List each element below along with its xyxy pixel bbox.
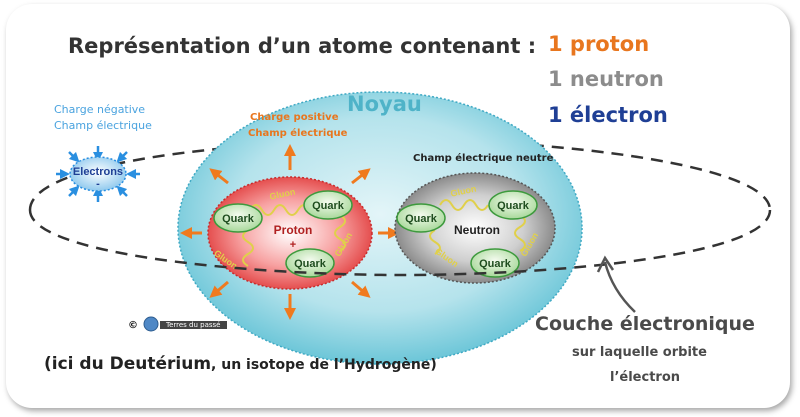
quark-label: Quark [405, 213, 438, 225]
shell-pointer-arrow [603, 261, 636, 313]
diagram-title: Représentation d’un atome contenant : [68, 34, 537, 58]
shell-label-line2: sur laquelle orbite [572, 345, 707, 360]
shell-label-line3: l’électron [610, 370, 681, 385]
electron-sign: - [96, 178, 100, 190]
particle-neutron-count: 1 neutron [548, 67, 664, 91]
quark-label: Quark [294, 258, 327, 270]
proton-label: Proton [274, 223, 313, 237]
electron-orbit-front [28, 209, 772, 277]
caption-bold: Deutérium [109, 354, 212, 374]
electron-charge-line1: Charge négative [54, 103, 146, 116]
proton-field-arrows [180, 144, 400, 320]
credit-globe-icon [143, 316, 159, 332]
quark-label: Quark [222, 213, 255, 225]
caption-open: (ici du [44, 354, 110, 374]
quark-proton-bottom [285, 248, 335, 278]
neutron-gluons [429, 199, 526, 255]
particle-electron-count: 1 électron [548, 103, 668, 127]
credit-text: Terres du passé [160, 321, 227, 329]
particle-proton-count: 1 proton [548, 32, 650, 56]
quark-neutron-bottom [470, 248, 520, 278]
quark-label: Quark [479, 258, 512, 270]
shell-pointer-arrowhead [596, 255, 615, 273]
nucleus-label: Noyau [347, 92, 422, 116]
proton-charge-line2: Champ électrique [248, 128, 348, 139]
neutron-label: Neutron [454, 223, 500, 237]
electron-charge-line2: Champ électrique [54, 119, 152, 132]
proton-sign: + [290, 239, 296, 251]
electron-field-arrows [56, 146, 140, 202]
caption: (ici du Deutérium, un isotope de l’Hydro… [44, 354, 437, 374]
electron [69, 156, 127, 192]
quark-neutron-left [396, 203, 446, 233]
neutron-field-label: Champ électrique neutre [413, 153, 554, 164]
proton-charge-line1: Charge positive [250, 112, 339, 123]
quark-neutron-right [488, 190, 538, 220]
quark-proton-left [213, 203, 263, 233]
quark-label: Quark [312, 200, 345, 212]
nucleus [177, 91, 583, 365]
shell-label-line1: Couche électronique [535, 313, 755, 335]
copyright-symbol: © [128, 320, 138, 331]
quark-proton-right [303, 190, 353, 220]
proton-gluons [242, 204, 346, 267]
caption-rest: , un isotope de l’Hydrogène) [211, 357, 437, 373]
quark-label: Quark [497, 200, 530, 212]
electron-label: Electrons [73, 166, 123, 178]
